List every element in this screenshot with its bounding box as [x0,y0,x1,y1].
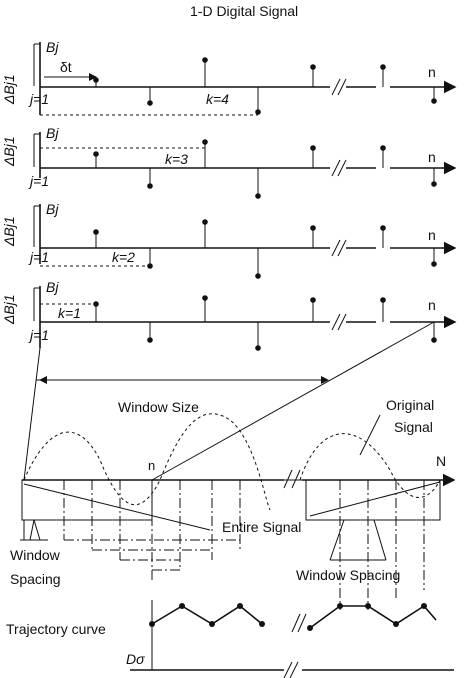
bj-label: Bj [46,201,59,217]
k-label: k=1 [58,305,81,321]
signal-row-k4: δt ΔBj1 Bj j=1 k=4 n [1,39,457,116]
original-signal-label-2: Signal [394,419,433,435]
trajectory-curve-label: Trajectory curve [6,621,106,637]
n-label: n [428,149,436,165]
k-label: k=3 [165,151,188,167]
delta-b-label: ΔBj1 [1,136,17,167]
n-label: n [428,64,436,80]
d-sigma-label: Dσ [126,651,145,667]
window-label-left: Window [10,547,61,563]
delta-b-label: ΔBj1 [1,74,17,105]
signal-row-k2: ΔBj1 Bj j=1 k=2 n [1,201,457,279]
j-label: j=1 [28,327,49,343]
delta-b-label: ΔBj1 [1,216,17,247]
window-spacing-label-right: Window Spacing [296,567,400,583]
entire-signal-label: Entire Signal [222,519,301,535]
diagram-title: 1-D Digital Signal [190,3,298,19]
k-label: k=2 [112,249,135,265]
window-size-label: Window Size [118,399,199,415]
signal-window-panel: Original Signal n N Entire Signal Window… [10,397,456,610]
bj-label: Bj [46,125,59,141]
original-signal-label-1: Original [386,397,434,413]
signal-row-k3: ΔBj1 Bj j=1 k=3 n [1,125,457,199]
trajectory-curve: Trajectory curve Dσ [6,600,454,678]
window-size-arrow: Window Size [23,321,435,481]
j-label: j=1 [28,249,49,265]
n-label: n [428,297,436,313]
k-label: k=4 [206,91,229,107]
j-label: j=1 [28,91,49,107]
n-label: n [428,227,436,243]
N-big-label: N [436,453,446,469]
delta-t-label: δt [60,59,72,75]
j-label: j=1 [28,173,49,189]
spacing-label-left: Spacing [10,571,61,587]
delta-b-label: ΔBj1 [1,294,17,325]
n-small-label: n [148,458,155,473]
bj-label: Bj [46,39,59,55]
bj-label: Bj [46,279,59,295]
signal-row-k1: ΔBj1 Bj j=1 k=1 n [1,279,457,351]
